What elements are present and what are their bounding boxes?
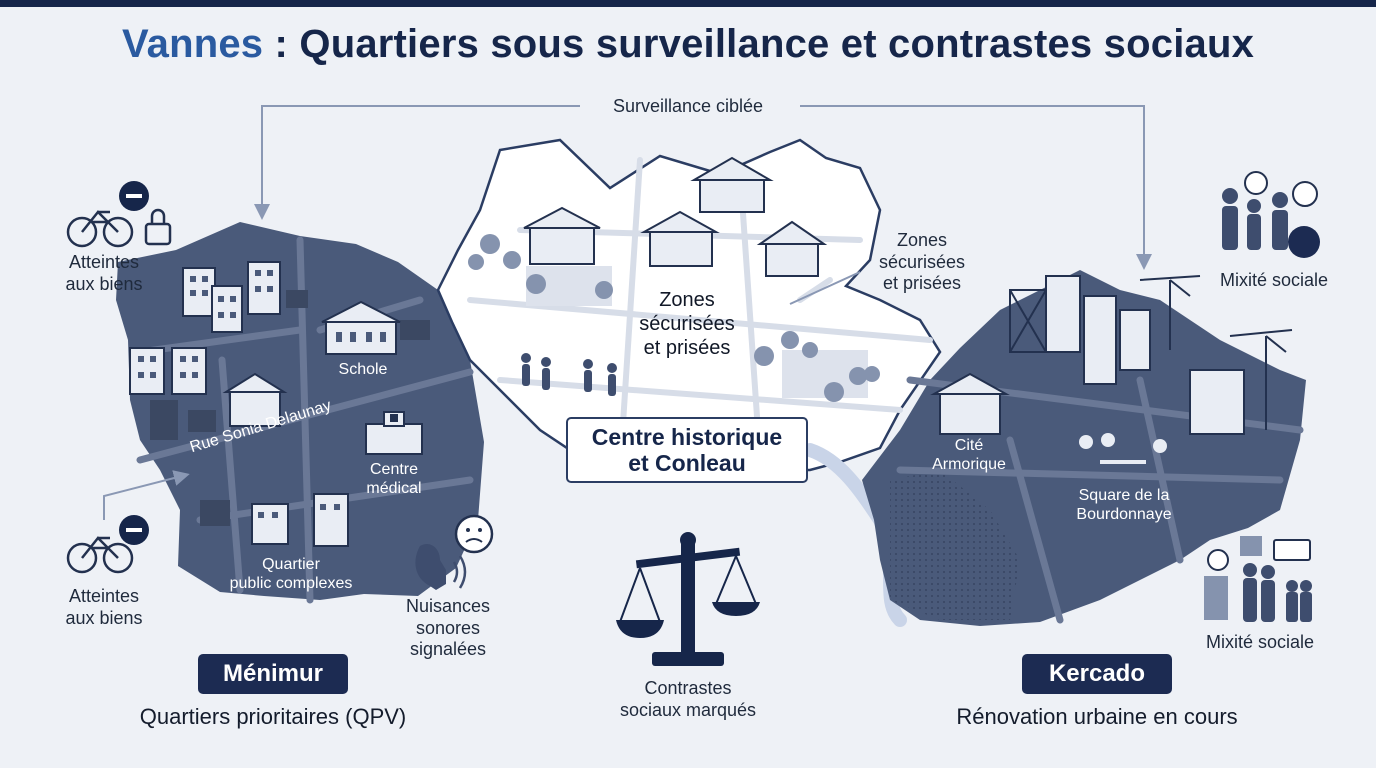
zones-inner-label: Zones sécurisées et prisées [639, 289, 735, 359]
menimur-badge: Ménimur [198, 654, 348, 694]
kercado-subtitle: Rénovation urbaine en cours [956, 704, 1238, 729]
walking-people-icon [521, 353, 617, 396]
page-title: Vannes : Quartiers sous surveillance et … [0, 22, 1376, 67]
speaking-head-icon [415, 543, 467, 590]
people-money-icon [1222, 171, 1320, 258]
centre-medical-label: Centre médical [366, 461, 422, 498]
nuisances-label: Nuisances sonores signalées [405, 596, 491, 660]
surveillance-label: Surveillance ciblée [586, 96, 790, 118]
atteintes-bottom-label: Atteintes aux biens [65, 586, 143, 628]
top-bar [0, 0, 1376, 7]
lock-icon [144, 208, 172, 246]
square-label: Square de la Bourdonnaye [1076, 487, 1172, 524]
title-city: Vannes [121, 22, 264, 66]
medical-cross-icon [390, 414, 398, 422]
coins-family-icon [1204, 536, 1312, 622]
balance-scale-icon [616, 532, 760, 666]
cite-armorique-label: Cité Armorique [932, 437, 1006, 474]
mixite-bottom-label: Mixité sociale [1205, 632, 1315, 652]
angry-face-icon [454, 514, 494, 554]
minus-badge-icon [119, 181, 149, 545]
menimur-subtitle: Quartiers prioritaires (QPV) [139, 704, 407, 729]
kercado-badge: Kercado [1022, 654, 1172, 694]
contrastes-label: Contrastes sociaux marqués [619, 678, 757, 720]
atteintes-top-label: Atteintes aux biens [65, 252, 143, 294]
mixite-top-label: Mixité sociale [1219, 270, 1329, 290]
centre-district [436, 138, 942, 473]
construction-crane-icon [1009, 275, 1293, 430]
centre-historique-box: Centre historique et Conleau [566, 417, 808, 483]
pointer-line [789, 271, 861, 305]
quartier-label: Quartier public complexes [229, 556, 353, 593]
pointer-arrow [103, 470, 190, 520]
zones-outer-label: Zones sécurisées et prisées [878, 230, 966, 294]
kercado-district [862, 270, 1306, 626]
schole-label: Schole [338, 361, 388, 378]
title-main: : Quartiers sous surveillance et contras… [263, 22, 1255, 66]
menimur-district [116, 222, 484, 604]
bicycle-icon [66, 210, 134, 574]
surveillance-arrow [254, 105, 1152, 270]
